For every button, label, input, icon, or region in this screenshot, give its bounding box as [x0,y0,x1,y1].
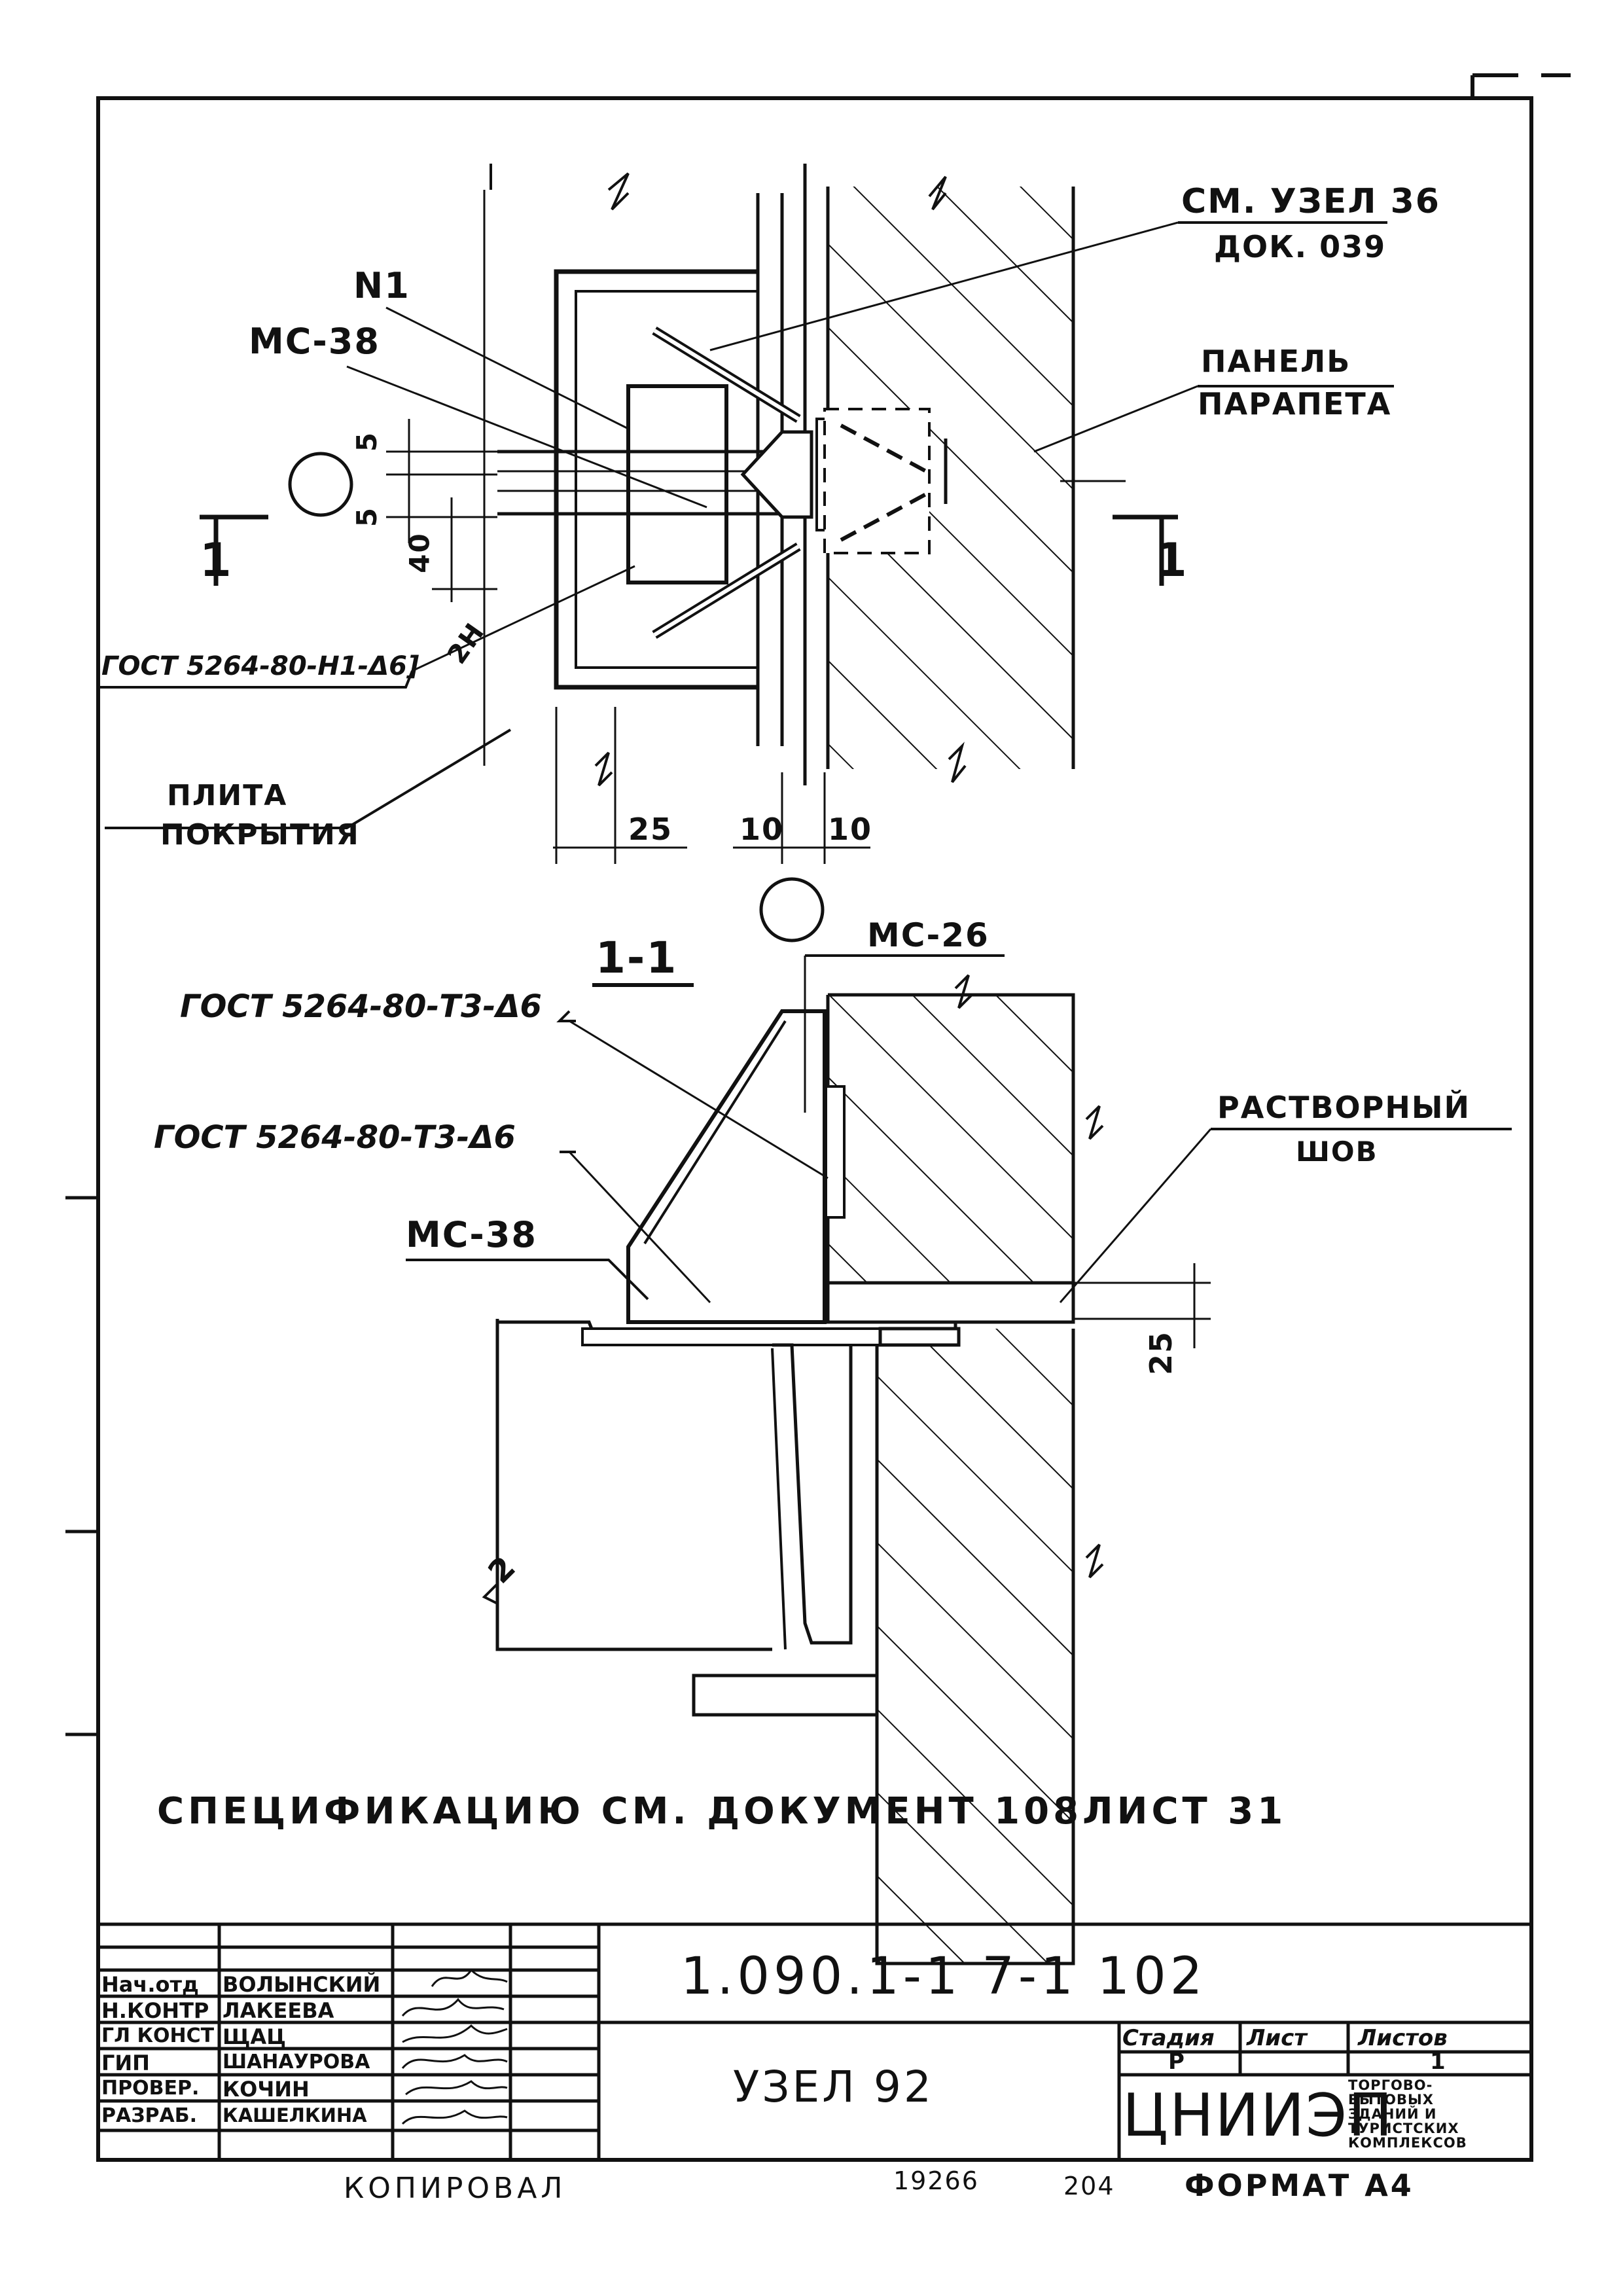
dim-25-section: 25 [1143,1330,1179,1376]
signer-name: ЩАЦ [223,2024,286,2049]
section-mark-right: 1 [1155,533,1188,587]
callout-gost-h1: ГОСТ 5264-80-Н1-Δ6] [101,651,419,681]
signer-name: ШАНАУРОВА [223,2051,370,2073]
org-desc-line: КОМПЛЕКСОВ [1348,2135,1467,2151]
dim-40: 40 [403,532,436,573]
org-name: ЦНИИЭП [1122,2081,1394,2150]
signatures [401,1968,508,2125]
signer-name: ЛАКЕЕВА [223,1998,334,2023]
callout-panel-line1: ПАНЕЛЬ [1201,344,1351,379]
callout-gost-t3-upper: ГОСТ 5264-80-Т3-Δ6 [180,988,542,1025]
callout-mc38-top: МС-38 [249,321,380,362]
sheets-header: Листов [1358,2025,1448,2051]
org-desc-line: ЗДАНИЙ И [1348,2106,1437,2122]
footer-code2: 204 [1063,2172,1115,2200]
org-description: ТОРГОВО- БЫТОВЫХ ЗДАНИЙ И ТУРИСТСКИХ КОМ… [1348,2078,1531,2150]
sheet-frame [96,73,1571,2162]
org-desc-line: БЫТОВЫХ [1348,2092,1434,2108]
signer-role: Н.КОНТР [101,1998,209,2023]
dim-10-right: 10 [828,812,873,847]
signer-name: КОЧИН [223,2077,310,2102]
callout-node-ref: СМ. УЗЕЛ 36 [1181,182,1440,221]
callout-n1: N1 [353,265,410,306]
margin-ticks [65,1196,98,1736]
signer-role: РАЗРАБ. [101,2104,197,2127]
callout-mortar-line2: ШОВ [1296,1136,1378,1168]
footer-format: ФОРМАТ А4 [1185,2168,1414,2203]
callout-panel-line2: ПАРАПЕТА [1198,386,1392,422]
callout-mc38-bottom: МС-38 [406,1214,537,1255]
callout-slab-line2: ПОКРЫТИЯ [160,818,360,852]
dim-5-upper: 5 [351,431,383,452]
dim-25-plan: 25 [628,812,673,847]
sheet-header: Лист [1247,2025,1307,2051]
section-view [406,954,1512,1965]
footer-code1: 19266 [893,2166,979,2195]
org-desc-line: ТОРГОВО- [1348,2077,1433,2093]
dim-5-lower: 5 [351,506,383,528]
footer-copied: КОПИРОВАЛ [344,2172,567,2205]
node-title: УЗЕЛ 92 [733,2062,934,2112]
callout-doc-ref: ДОК. 039 [1214,229,1387,264]
signer-role: ГЛ КОНСТ [101,2024,215,2047]
signer-role: Нач.отд [101,1972,199,1997]
section-mark-left: 1 [200,533,233,587]
plan-view [98,164,1394,942]
signer-role: ПРОВЕР. [101,2077,200,2100]
spec-note: СПЕЦИФИКАЦИЮ СМ. ДОКУМЕНТ 108ЛИСТ 31 [157,1790,1287,1833]
callout-gost-t3-lower: ГОСТ 5264-80-Т3-Δ6 [154,1119,516,1156]
signer-name: ВОЛЫНСКИЙ [223,1972,381,1997]
signer-name: КАШЕЛКИНА [223,2104,367,2126]
signer-role: ГИП [101,2051,150,2075]
doc-number: 1.090.1-1 7-1 102 [681,1947,1207,2006]
callout-mc26: МС-26 [867,916,990,954]
stage-header: Стадия [1122,2025,1215,2051]
title-block-grid [98,1922,1531,2160]
stage-value: Р [1168,2049,1185,2075]
callout-slab-line1: ПЛИТА [167,779,288,812]
callout-mortar-line1: РАСТВОРНЫЙ [1217,1090,1471,1125]
dim-10-left: 10 [740,812,785,847]
section-title: 1-1 [596,933,678,983]
sheets-value: 1 [1430,2049,1446,2075]
org-desc-line: ТУРИСТСКИХ [1348,2121,1459,2136]
